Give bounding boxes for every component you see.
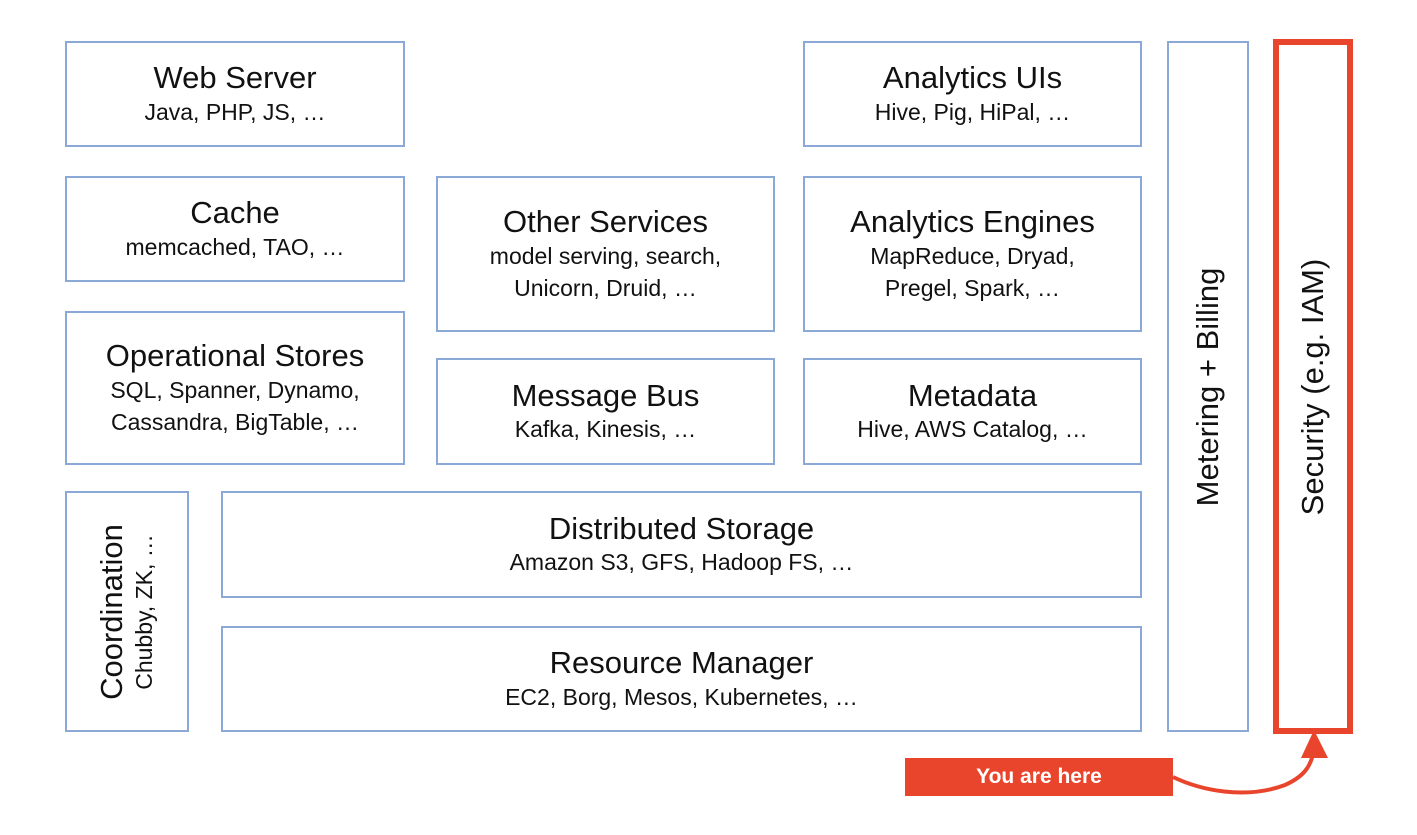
security-box: Security (e.g. IAM) — [1273, 39, 1353, 734]
resource-manager-title: Resource Manager — [549, 645, 814, 681]
analytics-engines-box: Analytics Engines MapReduce, Dryad, Preg… — [803, 176, 1142, 332]
metadata-sub: Hive, AWS Catalog, … — [857, 416, 1088, 443]
metering-billing-box: Metering + Billing — [1167, 41, 1249, 732]
cache-title: Cache — [190, 195, 280, 231]
resource-manager-box: Resource Manager EC2, Borg, Mesos, Kuber… — [221, 626, 1142, 732]
operational-stores-box: Operational Stores SQL, Spanner, Dynamo,… — [65, 311, 405, 465]
analytics-uis-sub: Hive, Pig, HiPal, … — [874, 98, 1071, 125]
other-services-sub-line-1: model serving, search, — [489, 242, 722, 269]
analytics-uis-title: Analytics UIs — [882, 60, 1063, 96]
web-server-title: Web Server — [153, 60, 317, 96]
analytics-uis-box: Analytics UIs Hive, Pig, HiPal, … — [803, 41, 1142, 147]
web-server-box: Web Server Java, PHP, JS, … — [65, 41, 405, 147]
distributed-storage-title: Distributed Storage — [548, 510, 815, 546]
arrow-head-icon — [1301, 730, 1328, 758]
message-bus-title: Message Bus — [511, 377, 700, 413]
coordination-box: Coordination Chubby, ZK, … — [65, 491, 189, 732]
analytics-engines-sub-line-2: Pregel, Spark, … — [884, 274, 1061, 301]
metadata-title: Metadata — [907, 377, 1038, 413]
message-bus-box: Message Bus Kafka, Kinesis, … — [436, 358, 775, 465]
other-services-title: Other Services — [502, 203, 708, 239]
metadata-box: Metadata Hive, AWS Catalog, … — [803, 358, 1142, 465]
resource-manager-sub: EC2, Borg, Mesos, Kubernetes, … — [505, 683, 858, 710]
analytics-engines-title: Analytics Engines — [850, 203, 1095, 239]
distributed-storage-sub: Amazon S3, GFS, Hadoop FS, … — [509, 549, 854, 576]
cache-box: Cache memcached, TAO, … — [65, 176, 405, 282]
cache-sub: memcached, TAO, … — [125, 233, 345, 260]
distributed-storage-box: Distributed Storage Amazon S3, GFS, Hado… — [221, 491, 1142, 598]
other-services-sub-line-2: Unicorn, Druid, … — [514, 274, 697, 301]
operational-stores-sub-line-1: SQL, Spanner, Dynamo, — [110, 376, 360, 403]
analytics-engines-sub-line-1: MapReduce, Dryad, — [870, 242, 1075, 269]
web-server-sub: Java, PHP, JS, … — [144, 98, 326, 125]
you-are-here-banner: You are here — [905, 758, 1173, 796]
message-bus-sub: Kafka, Kinesis, … — [514, 416, 697, 443]
other-services-box: Other Services model serving, search, Un… — [436, 176, 775, 332]
arrow-line — [1172, 747, 1316, 795]
operational-stores-sub-line-2: Cassandra, BigTable, … — [110, 408, 359, 435]
operational-stores-title: Operational Stores — [105, 337, 365, 373]
